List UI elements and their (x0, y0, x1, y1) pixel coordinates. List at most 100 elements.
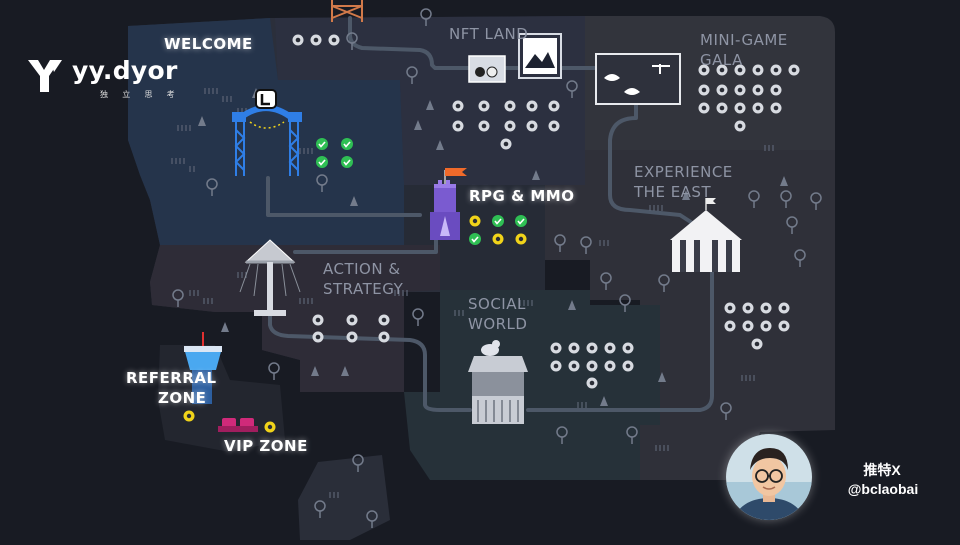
land-welcome (128, 18, 404, 245)
tree-icon (206, 178, 218, 196)
token-icon (751, 338, 763, 350)
tree-icon (794, 249, 806, 267)
tree-icon (748, 190, 760, 208)
token-icon (328, 34, 340, 46)
zone-label-experience[interactable]: EXPERIENCE (634, 163, 733, 181)
author-handle[interactable]: @bclaobai (847, 481, 919, 497)
token-icon (378, 314, 390, 326)
zone-label-vip[interactable]: VIP ZONE (224, 437, 308, 455)
coin-icon (264, 421, 276, 433)
token-icon (478, 100, 490, 112)
tree-icon (600, 272, 612, 290)
vip-seats[interactable] (218, 418, 258, 432)
brand-tagline: 独 立 思 考 (100, 90, 181, 99)
token-icon (504, 100, 516, 112)
zone-label-mini-game[interactable]: MINI-GAME (700, 31, 788, 49)
pine-trees (198, 88, 788, 406)
yy-dyor-logo (28, 60, 62, 92)
token-icon (716, 64, 728, 76)
token-icon (778, 302, 790, 314)
token-icon (770, 102, 782, 114)
token-icon (734, 84, 746, 96)
land-social (404, 290, 660, 480)
check-circle-icon (469, 233, 481, 245)
zone-label-social[interactable]: SOCIAL (468, 295, 526, 313)
token-icon (550, 360, 562, 372)
token-icon (526, 100, 538, 112)
tree-icon (316, 174, 328, 192)
token-icon (734, 102, 746, 114)
east-tent[interactable] (670, 198, 742, 272)
token-icon (770, 84, 782, 96)
tree-icon (406, 66, 418, 84)
land-minigame (585, 16, 835, 150)
brand-name: yy.dyor (72, 56, 178, 85)
token-icon (568, 360, 580, 372)
token-icon (770, 64, 782, 76)
zone-label-welcome[interactable]: WELCOME (164, 35, 253, 53)
check-circle-icon (341, 138, 353, 150)
token-icon (698, 102, 710, 114)
token-icon (548, 120, 560, 132)
token-icon (504, 120, 516, 132)
zone-label-referral[interactable]: REFERRAL (126, 369, 217, 387)
token-icon (698, 64, 710, 76)
social-kiosk[interactable] (468, 340, 528, 424)
zone-label-rpg-mmo[interactable]: RPG & MMO (469, 187, 575, 205)
token-icon (698, 84, 710, 96)
tree-icon (366, 510, 378, 528)
token-icon (716, 84, 728, 96)
coin-icon (183, 410, 195, 422)
tree-icon (556, 426, 568, 444)
coin-icon (515, 233, 527, 245)
zone-label-the-east[interactable]: THE EAST (634, 183, 712, 201)
zone-label-nft-land[interactable]: NFT LAND (449, 25, 529, 43)
nft-frames[interactable] (468, 33, 562, 83)
tree-icon (619, 294, 631, 312)
zone-label-action[interactable]: ACTION & (323, 260, 401, 278)
zone-label-gala[interactable]: GALA (700, 51, 743, 69)
token-icon (452, 100, 464, 112)
action-carousel[interactable] (239, 239, 301, 316)
token-icon (500, 138, 512, 150)
token-icon (604, 342, 616, 354)
token-icon (550, 342, 562, 354)
zone-label-zone[interactable]: ZONE (158, 389, 207, 407)
referral-tower[interactable] (184, 332, 222, 404)
tree-icon (626, 426, 638, 444)
tree-icon (172, 289, 184, 307)
token-icon (788, 64, 800, 76)
token-icon (734, 64, 746, 76)
tree-icon (412, 308, 424, 326)
tree-icon (580, 236, 592, 254)
token-icon (346, 331, 358, 343)
author-avatar (726, 434, 812, 520)
tree-icon (554, 234, 566, 252)
token-icon (734, 120, 746, 132)
trees (172, 8, 822, 528)
mini-game-board[interactable] (595, 53, 681, 105)
token-icon (346, 314, 358, 326)
token-icon (586, 360, 598, 372)
welcome-gate[interactable] (232, 89, 302, 176)
token-icon (752, 84, 764, 96)
zone-label-strategy[interactable]: STRATEGY (323, 280, 404, 298)
token-icon (742, 320, 754, 332)
token-icon (716, 102, 728, 114)
land-east (545, 150, 835, 425)
check-circle-icon (492, 215, 504, 227)
zone-label-world[interactable]: WORLD (468, 315, 528, 333)
author-platform: 推特X (863, 462, 901, 478)
token-icon (742, 302, 754, 314)
token-icon (292, 34, 304, 46)
rpg-castle[interactable] (430, 168, 467, 240)
token-icon (586, 377, 598, 389)
coin-icon (469, 215, 481, 227)
token-icon (752, 102, 764, 114)
token-icon (760, 302, 772, 314)
tree-icon (566, 80, 578, 98)
tree-icon (780, 190, 792, 208)
token-icon (312, 331, 324, 343)
